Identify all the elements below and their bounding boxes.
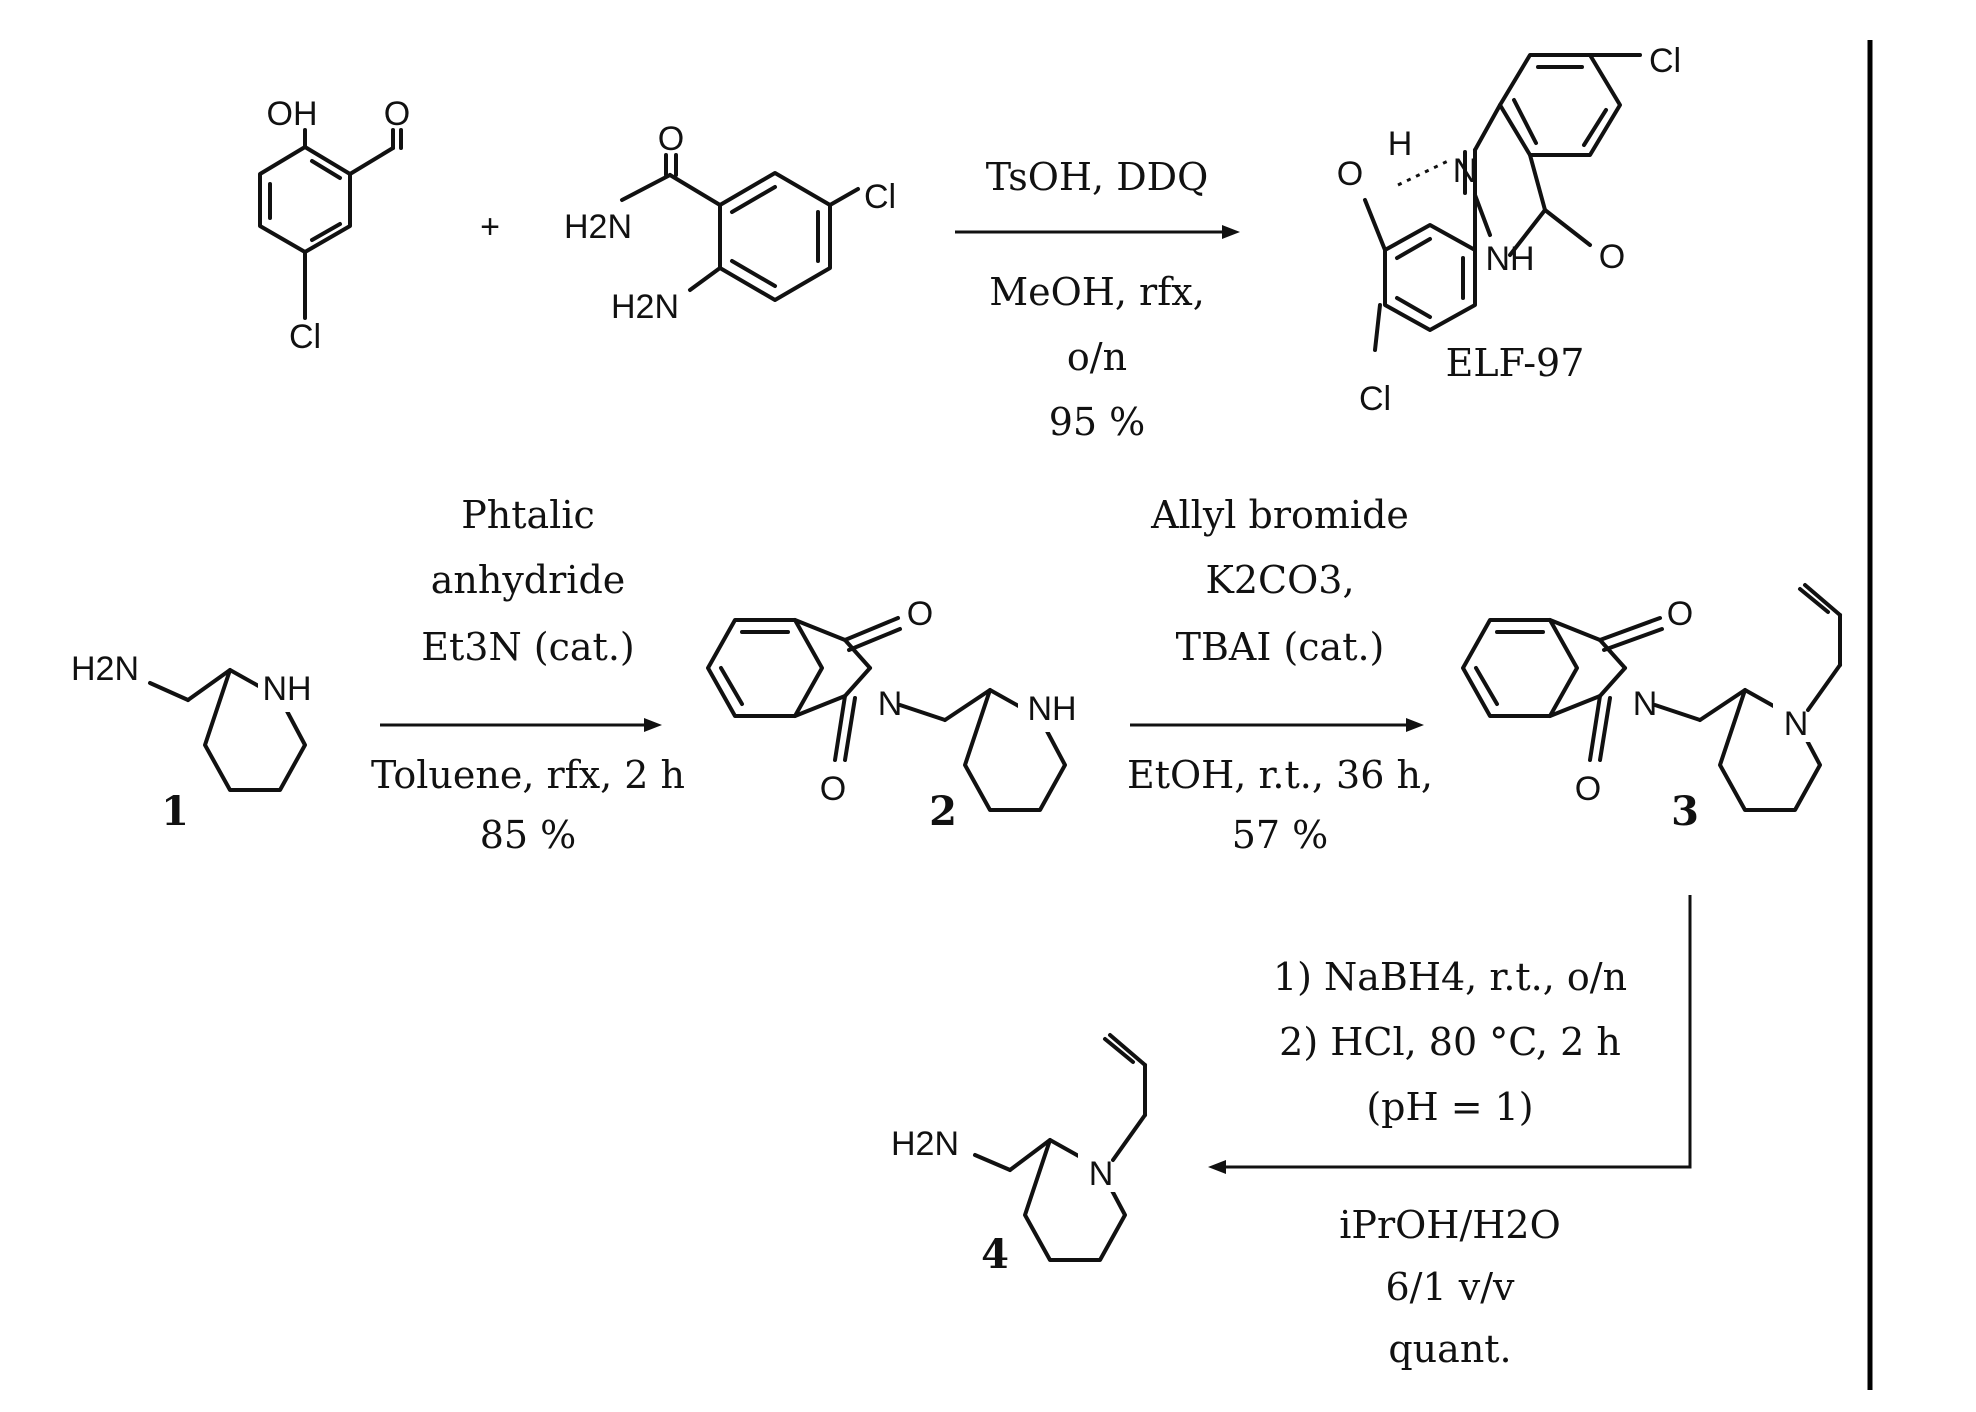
atom-label-h: H — [1388, 125, 1413, 163]
atom-label-n: N — [1089, 1155, 1114, 1193]
reaction-1-yield: 95 % — [1049, 400, 1146, 444]
reaction-1-arrow — [955, 225, 1240, 239]
compound-label-2: 2 — [929, 788, 957, 835]
reaction-3-reagent: K2CO3, — [1205, 558, 1354, 602]
atom-label-cl: Cl — [864, 178, 896, 216]
atom-label-o: O — [907, 595, 933, 633]
reaction-2-reagent: anhydride — [431, 558, 626, 602]
reaction-4-condition: 6/1 v/v — [1386, 1265, 1516, 1309]
atom-label-nh: NH — [262, 670, 311, 708]
atom-label-o: O — [1337, 155, 1363, 193]
reaction-4-yield: quant. — [1388, 1327, 1511, 1371]
atom-label-o: O — [1599, 238, 1625, 276]
atom-label-nh: NH — [1027, 690, 1076, 728]
reaction-2-reagent: Phtalic — [461, 493, 595, 537]
reaction-3-yield: 57 % — [1232, 813, 1329, 857]
reaction-2-yield: 85 % — [480, 813, 577, 857]
compound-1-structure: H2N NH — [71, 650, 316, 790]
atom-label-oh: OH — [267, 95, 318, 133]
atom-label-n: N — [1784, 705, 1809, 743]
reaction-4-condition: (pH = 1) — [1366, 1085, 1533, 1129]
compound-label-1: 1 — [161, 788, 189, 835]
reaction-1-condition: MeOH, rfx, — [989, 270, 1205, 314]
reaction-2-reagent: Et3N (cat.) — [421, 625, 634, 669]
reaction-3-reagent: Allyl bromide — [1150, 493, 1409, 537]
plus-sign: + — [480, 208, 500, 246]
atom-label-h2n: H2N — [71, 650, 139, 688]
compound-label-3: 3 — [1671, 788, 1699, 835]
atom-label-cl: Cl — [1359, 380, 1391, 418]
compound-label-4: 4 — [981, 1231, 1009, 1278]
atom-label-cl: Cl — [289, 318, 321, 356]
atom-label-n: N — [1633, 685, 1658, 723]
reaction-2-condition: Toluene, rfx, 2 h — [371, 753, 685, 797]
atom-label-o: O — [384, 95, 410, 133]
atom-label-n: N — [1453, 152, 1478, 190]
compound-3-structure: N O O N — [1463, 585, 1840, 810]
reaction-3-condition: EtOH, r.t., 36 h, — [1127, 753, 1433, 797]
reaction-1-reagent: TsOH, DDQ — [986, 155, 1209, 199]
aminochlorobenzamide-structure: O H2N H2N Cl — [564, 120, 896, 326]
atom-label-n: N — [878, 685, 903, 723]
reaction-3-arrow — [1130, 718, 1424, 732]
atom-label-o: O — [1575, 770, 1601, 808]
reaction-3-reagent: TBAI (cat.) — [1176, 625, 1385, 669]
compound-label-elf97: ELF-97 — [1446, 341, 1585, 385]
atom-label-o: O — [658, 120, 684, 158]
chlorosalicylaldehyde-structure: OH O Cl — [260, 95, 410, 356]
atom-label-o: O — [1667, 595, 1693, 633]
atom-label-h2n: H2N — [564, 208, 632, 246]
reaction-4-reagent: 1) NaBH4, r.t., o/n — [1273, 955, 1627, 999]
reaction-2-arrow — [380, 718, 662, 732]
reaction-4-solvent: iPrOH/H2O — [1339, 1203, 1560, 1247]
atom-label-h2n: H2N — [891, 1125, 959, 1163]
atom-label-o: O — [820, 770, 846, 808]
compound-4-structure: H2N N — [891, 1035, 1145, 1260]
reaction-4-reagent: 2) HCl, 80 °C, 2 h — [1279, 1020, 1621, 1064]
atom-label-cl: Cl — [1649, 42, 1681, 80]
reaction-1-condition: o/n — [1067, 335, 1127, 379]
compound-2-structure: N O O NH — [708, 595, 1077, 810]
atom-label-h2n: H2N — [611, 288, 679, 326]
atom-label-nh: NH — [1485, 240, 1534, 278]
